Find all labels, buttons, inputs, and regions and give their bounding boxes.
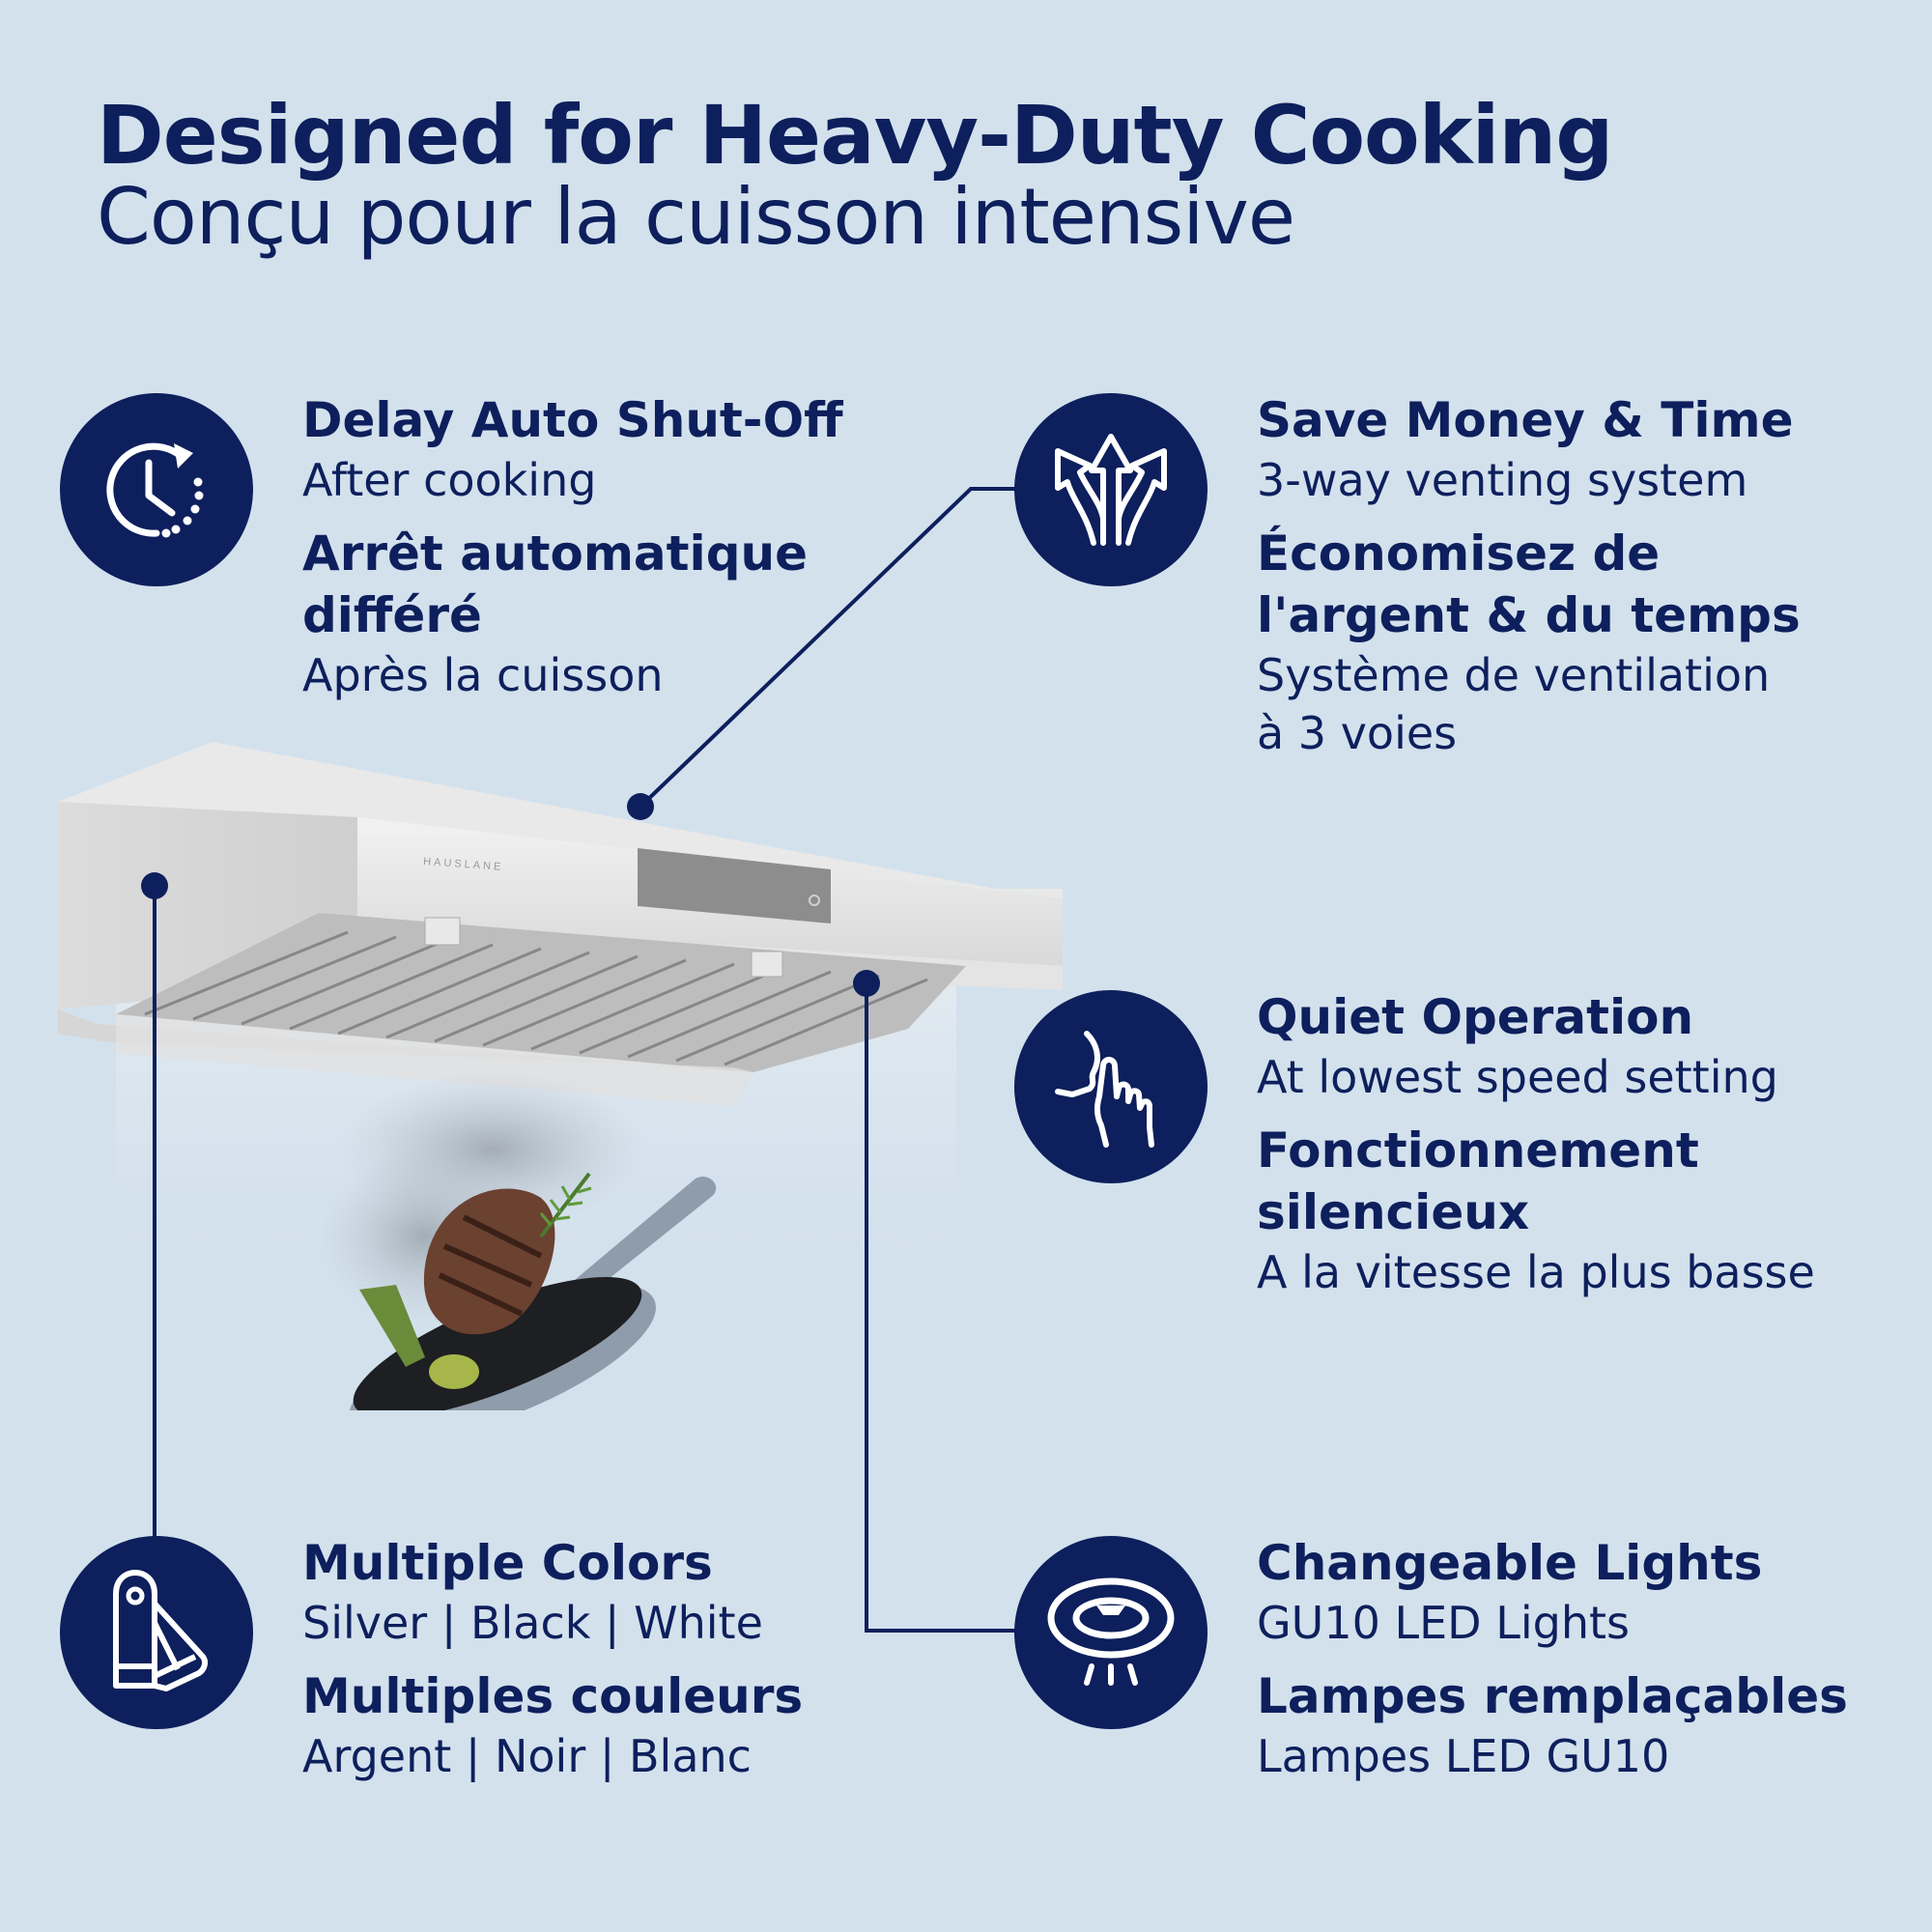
feature-title-en: Multiple Colors [302, 1535, 713, 1591]
page-subtitle: Conçu pour la cuisson intensive [97, 172, 1295, 262]
frying-pan [349, 1172, 717, 1410]
feature-sub-fr: Argent | Noir | Blanc [302, 1730, 752, 1782]
feature-save-money: Save Money & Time 3-way venting system É… [1257, 389, 1932, 762]
feature-title-en: Delay Auto Shut-Off [302, 392, 843, 448]
feature-title-fr: Arrêt automatique [302, 526, 808, 582]
feature-icon-venting [1014, 393, 1208, 586]
feature-sub-en: At lowest speed setting [1257, 1051, 1778, 1103]
feature-sub-fr: Après la cuisson [302, 649, 664, 701]
feature-icon-quiet [1014, 990, 1208, 1183]
feature-title-fr-2: l'argent & du temps [1257, 587, 1801, 643]
feature-title-fr: Multiples couleurs [302, 1668, 804, 1724]
feature-title-en: Quiet Operation [1257, 989, 1694, 1045]
feature-icon-colors [60, 1536, 253, 1729]
feature-multiple-colors: Multiple Colors Silver | Black | White M… [302, 1532, 979, 1785]
feature-delay-shutoff: Delay Auto Shut-Off After cooking Arrêt … [302, 389, 979, 704]
feature-sub-en: 3-way venting system [1257, 454, 1748, 506]
feature-title-fr: Lampes remplaçables [1257, 1668, 1848, 1724]
feature-sub-en: GU10 LED Lights [1257, 1597, 1630, 1649]
brand-label: HAUSLANE [423, 856, 504, 873]
feature-changeable-lights: Changeable Lights GU10 LED Lights Lampes… [1257, 1532, 1932, 1785]
feature-title-fr: Fonctionnement [1257, 1122, 1699, 1179]
feature-title-fr-2: différé [302, 587, 482, 643]
feature-title-en: Save Money & Time [1257, 392, 1794, 448]
feature-sub-fr: Système de ventilation [1257, 649, 1771, 701]
range-hood-illustration: HAUSLANE [58, 742, 1063, 1410]
feature-title-fr-2: silencieux [1257, 1184, 1530, 1240]
feature-sub-fr: A la vitesse la plus basse [1257, 1246, 1815, 1298]
feature-icon-lights [1014, 1536, 1208, 1729]
clock-delay-icon [106, 442, 204, 538]
ceiling-light-icon [1047, 1577, 1175, 1686]
color-swatch-icon [113, 1570, 209, 1691]
feature-sub-en: After cooking [302, 454, 597, 506]
feature-sub-en: Silver | Black | White [302, 1597, 763, 1649]
feature-title-en: Changeable Lights [1257, 1535, 1763, 1591]
quiet-shush-icon [1055, 1031, 1154, 1148]
page-title: Designed for Heavy-Duty Cooking [97, 88, 1613, 183]
feature-sub-fr-2: à 3 voies [1257, 707, 1458, 759]
feature-icon-delay-shutoff [60, 393, 253, 586]
three-way-arrows-icon [1055, 434, 1167, 546]
feature-quiet-operation: Quiet Operation At lowest speed setting … [1257, 986, 1932, 1301]
feature-title-fr: Économisez de [1257, 526, 1661, 582]
feature-sub-fr: Lampes LED GU10 [1257, 1730, 1670, 1782]
